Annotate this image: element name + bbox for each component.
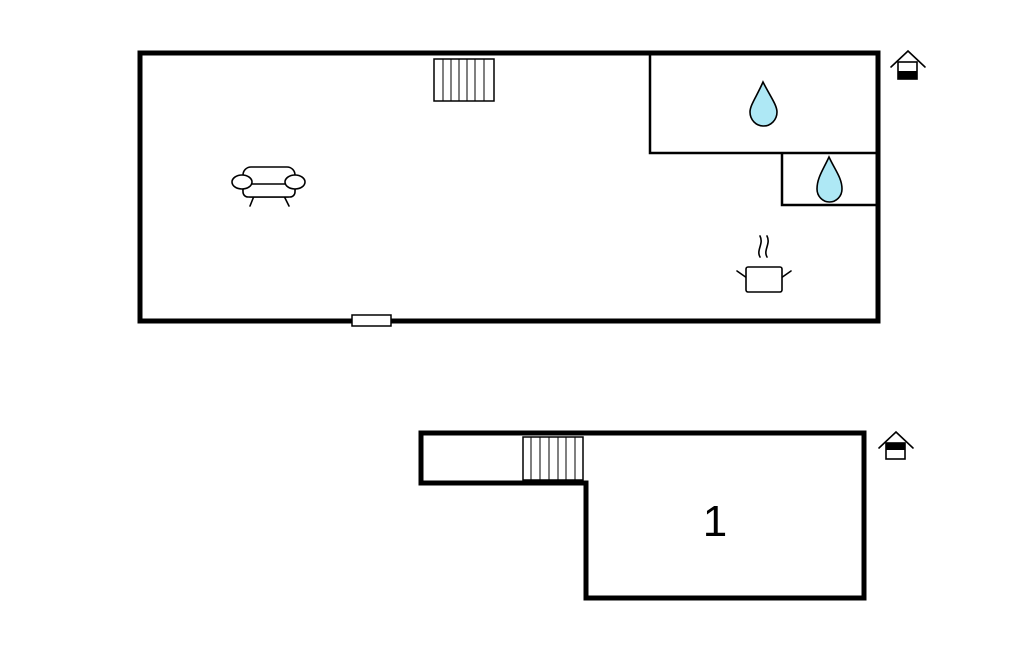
entrance-door-icon	[351, 314, 392, 327]
staircase-icon	[433, 58, 495, 102]
upper-floor-outer-wall	[137, 50, 881, 324]
house-floor-icon	[890, 49, 926, 80]
upper-floor	[137, 49, 926, 327]
water-drop-icon	[749, 80, 778, 127]
lower-floor-outer-wall	[418, 430, 867, 601]
house-floor-icon	[878, 430, 914, 460]
water-drop-icon	[816, 155, 843, 203]
staircase-icon	[522, 436, 584, 481]
sofa-icon	[231, 166, 306, 207]
bathroom-wall	[648, 55, 876, 155]
toilet-wall	[780, 153, 876, 207]
room-number-label: 1	[703, 497, 727, 546]
cooking-pot-icon	[736, 235, 792, 293]
lower-floor: 1	[418, 430, 914, 601]
